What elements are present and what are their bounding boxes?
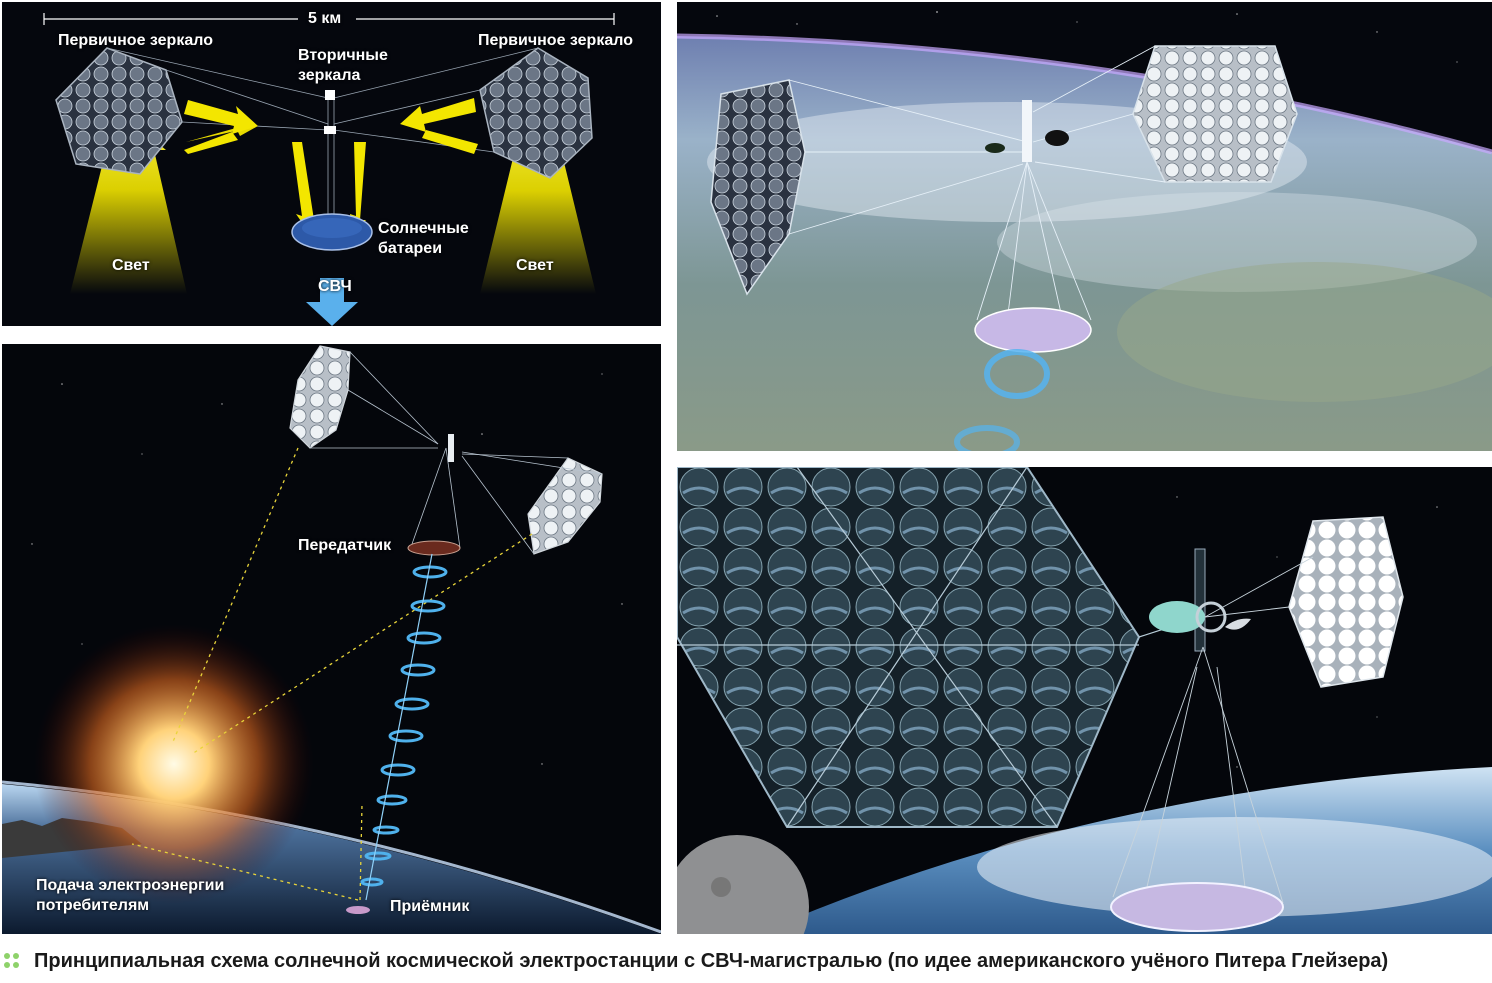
scheme-illustration xyxy=(43,10,615,326)
render-bottom-disk xyxy=(1110,882,1284,932)
primary-mirror-left xyxy=(55,47,183,175)
render-white-mirror xyxy=(1288,516,1404,688)
render-earth-bottom-panel xyxy=(677,467,1492,934)
scale-label: 5 км xyxy=(308,10,342,27)
orbit-panel: Передатчик Подача электроэнергии потреби… xyxy=(2,344,661,934)
light-beam-right xyxy=(480,122,596,294)
render-huge-mirror xyxy=(677,467,1141,828)
primary-mirror-left-label: Первичное зеркало xyxy=(58,32,213,49)
primary-mirror-right xyxy=(479,47,593,179)
microwave-label: СВЧ xyxy=(318,278,352,295)
scheme-panel: 5 км Первичное зеркало Первичное зеркало… xyxy=(2,2,661,326)
render-earth-top-panel xyxy=(677,2,1492,451)
orbit-illustration xyxy=(2,345,661,934)
light-beam-left xyxy=(70,120,187,294)
render-transmitter-disk xyxy=(974,307,1092,353)
orbit-receiver xyxy=(346,906,370,914)
solar-batteries-label: Солнечные батареи xyxy=(378,220,469,257)
orbit-transmitter-disk xyxy=(407,540,461,556)
light-left-label: Свет xyxy=(112,257,150,274)
microwave-arrow xyxy=(306,278,358,326)
orbit-mirror-top xyxy=(289,345,351,449)
light-right-label: Свет xyxy=(516,257,554,274)
caption-bullet-icon xyxy=(4,953,20,969)
moon xyxy=(677,835,809,934)
render-earth-top xyxy=(677,11,1492,451)
receiver-label: Приёмник xyxy=(390,898,470,915)
power-supply-label: Подача электроэнергии потребителям xyxy=(36,877,225,914)
primary-mirror-right-label: Первичное зеркало xyxy=(478,32,633,49)
render-mirror-right xyxy=(1132,45,1298,183)
figure-caption: Принципиальная схема солнечной космическ… xyxy=(4,944,1488,978)
secondary-mirrors-label: Вторичные зеркала xyxy=(298,47,388,84)
caption-text: Принципиальная схема солнечной космическ… xyxy=(34,949,1389,972)
render-earth-bottom xyxy=(677,467,1492,934)
transmitter-label: Передатчик xyxy=(298,537,392,554)
